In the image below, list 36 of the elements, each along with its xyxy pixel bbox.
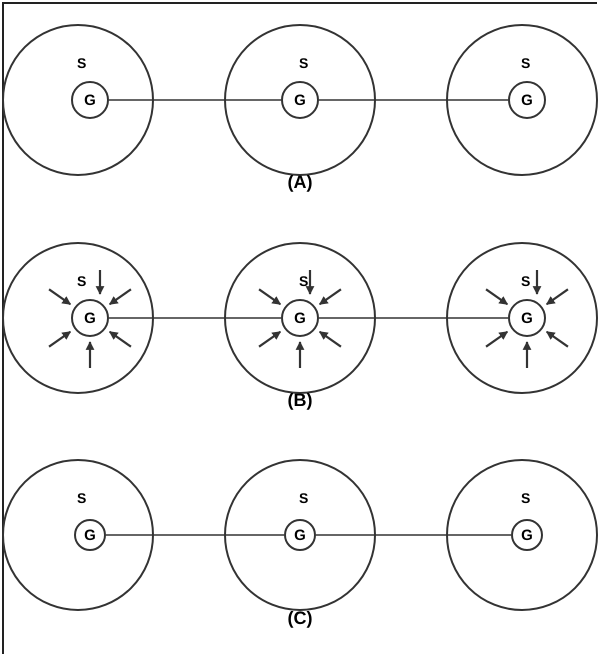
outer-circle (224, 242, 376, 394)
panel-label: (C) (288, 608, 312, 629)
circle-letter: S (299, 491, 308, 505)
panel-label: (A) (288, 172, 312, 193)
circle-letter: S (77, 56, 86, 70)
connecting-line (109, 99, 281, 101)
outer-circle (446, 242, 598, 394)
inner-circle: G (508, 299, 546, 337)
connecting-line (316, 534, 511, 536)
inner-circle: G (74, 519, 106, 551)
outer-circle (446, 459, 598, 611)
inner-circle: G (508, 81, 546, 119)
outer-circle (446, 24, 598, 176)
panel-label: (B) (288, 390, 312, 411)
circle-letter: S (299, 274, 308, 288)
connecting-line (319, 99, 508, 101)
outer-circle (224, 24, 376, 176)
outer-circle (2, 24, 154, 176)
outer-circle (224, 459, 376, 611)
circle-letter: S (77, 491, 86, 505)
circle-letter: S (521, 491, 530, 505)
inner-circle: G (281, 299, 319, 337)
inner-circle: G (71, 299, 109, 337)
inner-circle: G (71, 81, 109, 119)
connecting-line (109, 317, 281, 319)
circle-letter: S (521, 274, 530, 288)
connecting-line (319, 317, 508, 319)
circle-letter: S (521, 56, 530, 70)
inner-circle: G (511, 519, 543, 551)
circle-letter: S (77, 274, 86, 288)
outer-circle (2, 242, 154, 394)
connecting-line (106, 534, 284, 536)
inner-circle: G (284, 519, 316, 551)
inner-circle: G (281, 81, 319, 119)
outer-circle (2, 459, 154, 611)
circle-letter: S (299, 56, 308, 70)
